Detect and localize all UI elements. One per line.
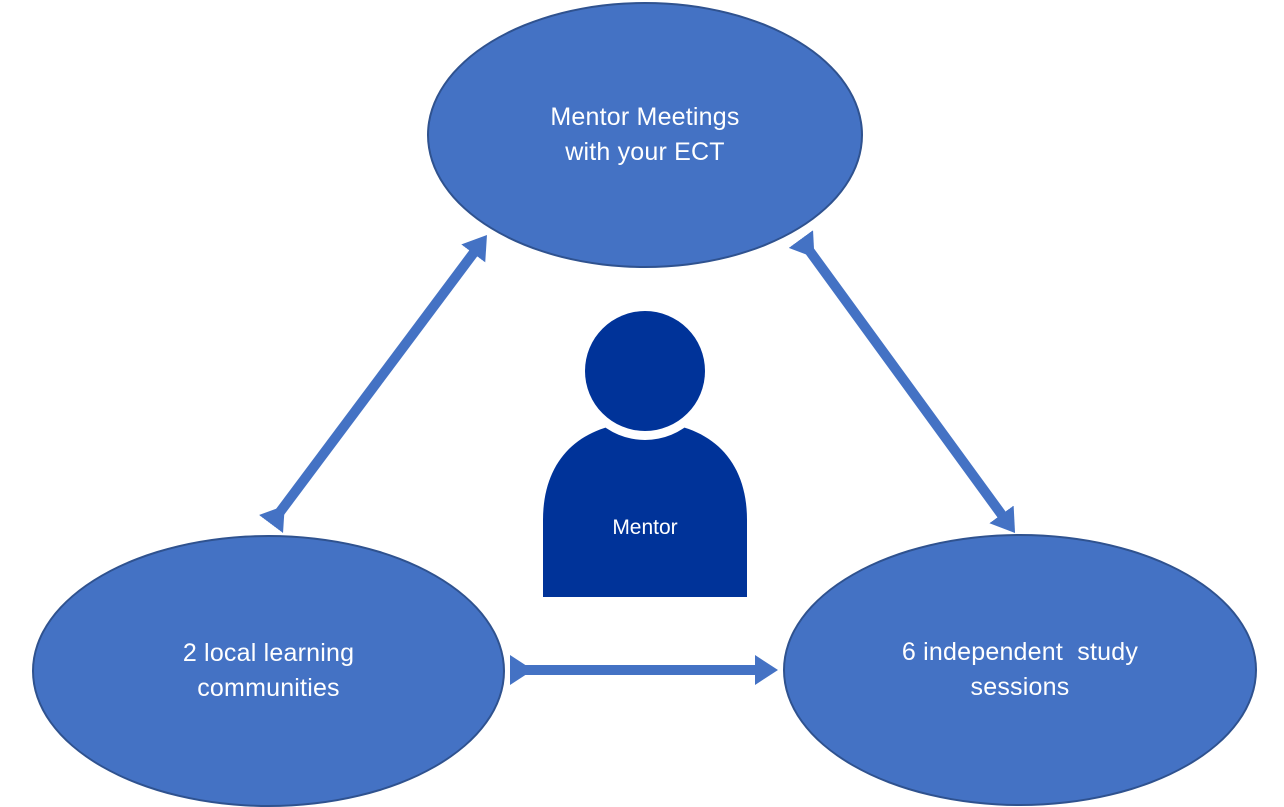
connector-top-to-bottomright: [788, 230, 1016, 534]
connector-top-to-bottomleft: [258, 234, 487, 533]
node-local-learning-label: 2 local learning communities: [183, 636, 354, 706]
node-label-line: 6 independent study: [901, 638, 1139, 666]
node-label-line: with your ECT: [565, 138, 725, 166]
node-label-line: Mentor Meetings: [550, 103, 740, 131]
mentor-person-icon: Mentor: [543, 302, 747, 597]
person-body-shape: [543, 422, 747, 597]
node-label-line: 2 local learning: [182, 639, 355, 667]
node-label-line: sessions: [970, 673, 1070, 701]
node-independent-study-label: 6 independent study sessions: [902, 635, 1138, 705]
node-mentor-meetings: Mentor Meetings with your ECT: [427, 2, 863, 268]
person-head-shape: [585, 311, 705, 431]
node-mentor-meetings-label: Mentor Meetings with your ECT: [550, 100, 739, 170]
node-independent-study: 6 independent study sessions: [783, 534, 1257, 806]
node-local-learning: 2 local learning communities: [32, 535, 505, 807]
node-label-line: communities: [197, 674, 340, 702]
mentor-label: Mentor: [612, 516, 677, 539]
